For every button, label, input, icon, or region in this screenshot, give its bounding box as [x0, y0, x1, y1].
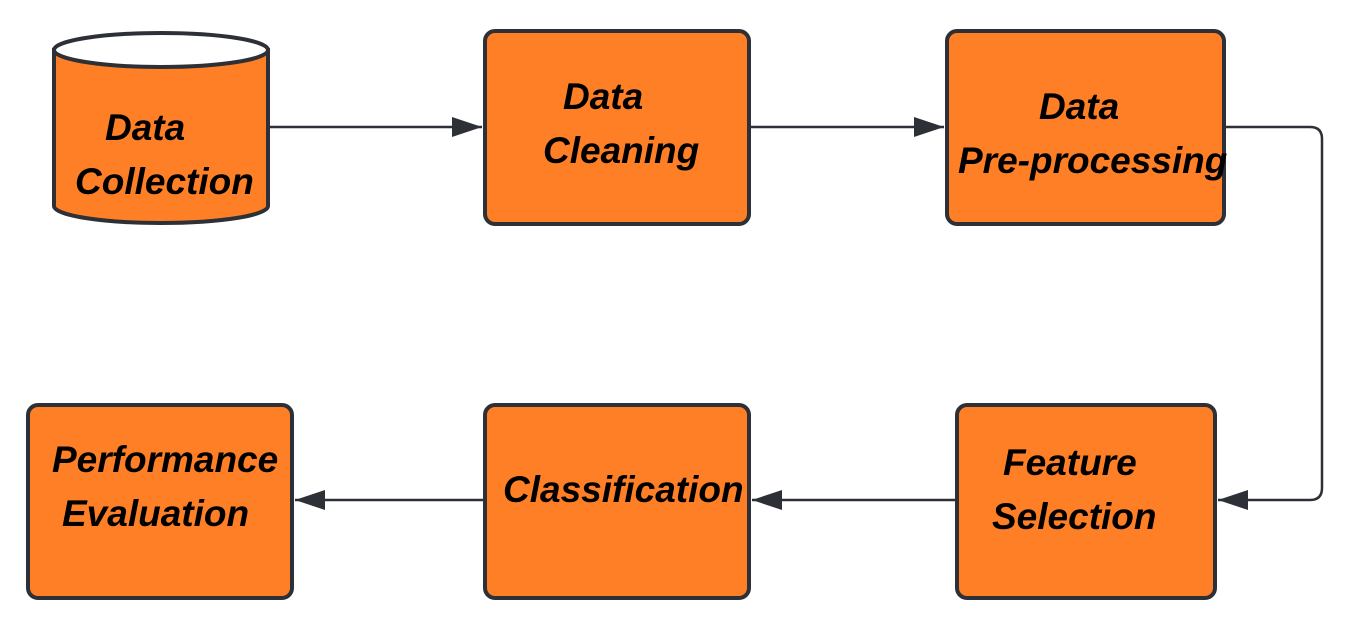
label-line: Cleaning: [543, 130, 699, 171]
process-box: [483, 29, 751, 226]
node-classification: Classification: [483, 403, 751, 600]
edges: [268, 117, 1324, 510]
label-line: Classification: [503, 469, 744, 510]
node-label: Performance Evaluation: [52, 439, 289, 534]
edge-data-preprocessing-to-feature-selection: [1218, 125, 1324, 510]
node-performance-evaluation: Performance Evaluation: [26, 403, 294, 600]
process-box: [955, 403, 1217, 600]
node-label: Feature Selection: [992, 442, 1157, 537]
node-data-cleaning: Data Cleaning: [483, 29, 751, 226]
node-data-collection: Data Collection: [52, 31, 270, 225]
label-line: Evaluation: [62, 493, 249, 534]
node-label: Data Cleaning: [543, 76, 699, 171]
label-line: Collection: [75, 161, 254, 202]
process-box: [945, 29, 1226, 226]
label-line: Data: [1039, 86, 1119, 127]
node-label: Classification: [503, 469, 744, 510]
process-box: [483, 403, 751, 600]
node-label: Data Collection: [75, 107, 254, 202]
node-data-preprocessing: Data Pre-processing: [945, 29, 1227, 226]
label-line: Performance: [52, 439, 278, 480]
label-line: Feature: [1003, 442, 1137, 483]
label-line: Data: [105, 107, 185, 148]
node-feature-selection: Feature Selection: [955, 403, 1217, 600]
cylinder-top: [52, 31, 270, 69]
process-box: [26, 403, 294, 600]
node-label: Data Pre-processing: [958, 86, 1227, 181]
label-line: Data: [563, 76, 643, 117]
label-line: Pre-processing: [958, 140, 1227, 181]
cylinder-body: [52, 48, 270, 225]
label-line: Selection: [992, 496, 1157, 537]
